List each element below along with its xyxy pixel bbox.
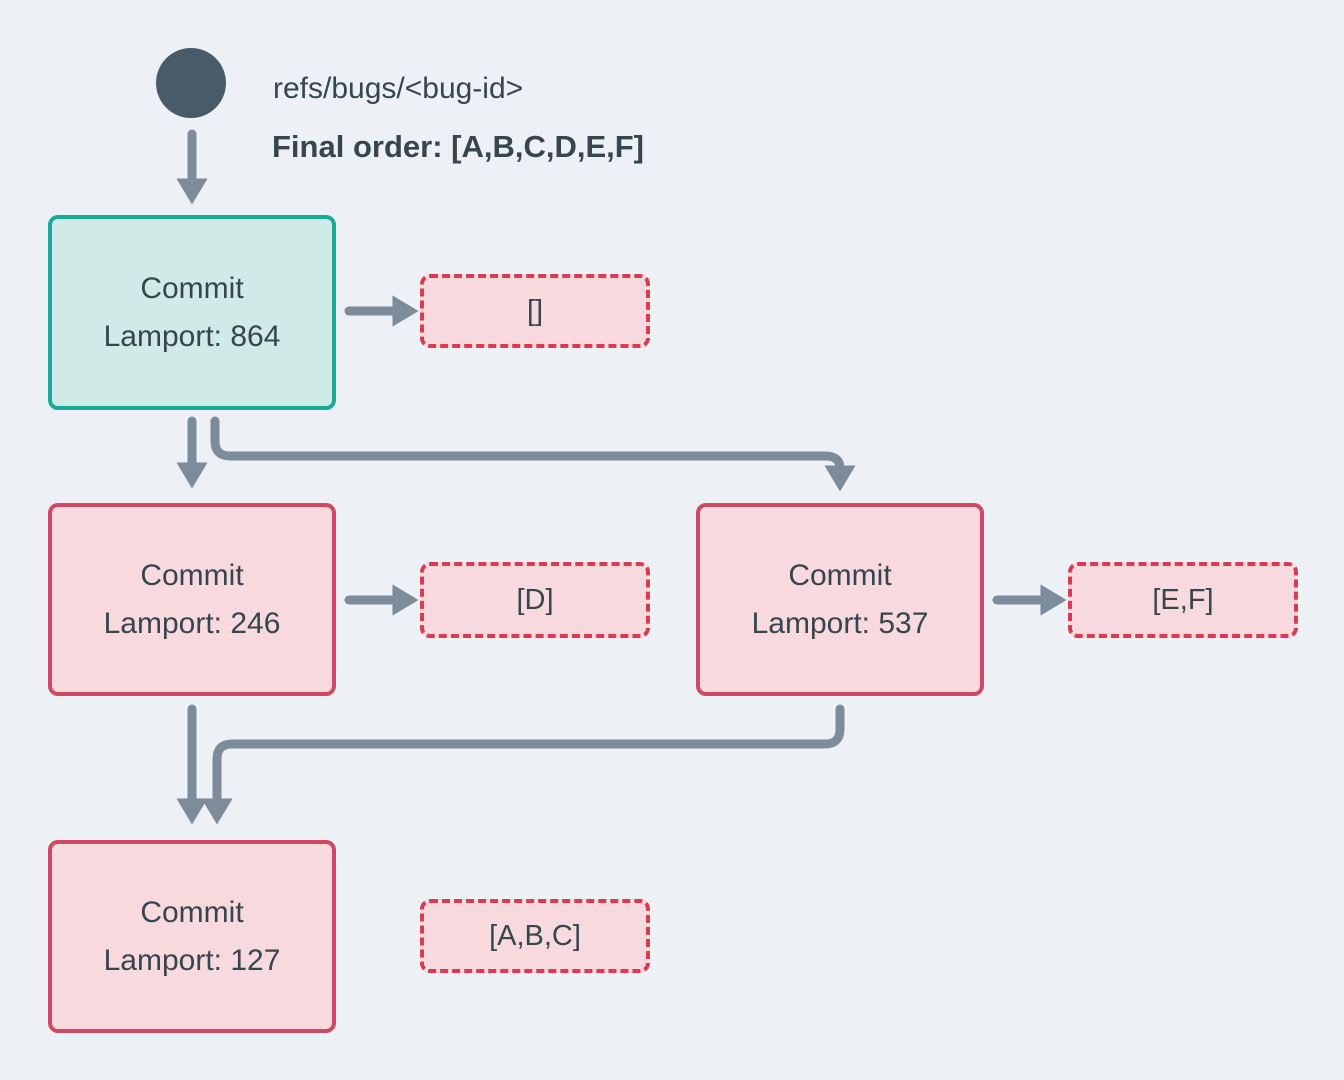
edge-537-to-127 [201, 704, 845, 825]
commit-lamport: Lamport: 864 [103, 319, 281, 353]
operations-box-864: [] [420, 274, 650, 348]
commit-title: Commit [788, 558, 892, 592]
operations-box-127: [A,B,C] [420, 899, 650, 973]
operations-box-246: [D] [420, 562, 650, 638]
commit-title: Commit [140, 558, 244, 592]
commit-title: Commit [140, 271, 244, 305]
final-order-label: Final order: [A,B,C,D,E,F] [272, 129, 644, 164]
commit-node-537: Commit Lamport: 537 [696, 503, 984, 696]
operations-label: [D] [516, 583, 554, 616]
operations-label: [A,B,C] [489, 919, 581, 952]
commit-lamport: Lamport: 246 [103, 606, 281, 640]
commit-node-246: Commit Lamport: 246 [48, 503, 336, 696]
operations-box-537: [E,F] [1068, 562, 1298, 638]
edge-864-to-537 [210, 416, 856, 492]
operations-label: [] [526, 294, 544, 327]
bug-ref-label: refs/bugs/<bug-id> [273, 72, 524, 105]
commit-title: Commit [140, 895, 244, 929]
operations-label: [E,F] [1152, 583, 1214, 616]
bug-ref-node [156, 48, 226, 118]
commit-lamport: Lamport: 127 [103, 943, 281, 977]
commit-node-127: Commit Lamport: 127 [48, 840, 336, 1033]
commit-node-864: Commit Lamport: 864 [48, 215, 336, 410]
commit-lamport: Lamport: 537 [751, 606, 929, 640]
